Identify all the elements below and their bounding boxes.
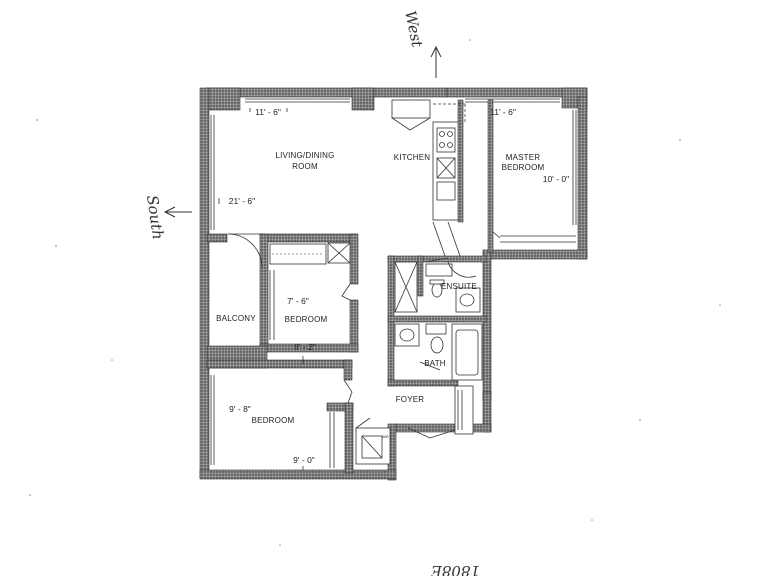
foyer-label: FOYER: [396, 395, 425, 404]
unit-number-note: 1808E: [431, 562, 480, 576]
living-length-dim: 21' - 6": [229, 196, 255, 206]
bedroom-lower-dim-b: 9' - 0": [293, 455, 315, 465]
bedroom-middle-dim-a: 7' - 6": [287, 296, 309, 306]
bath-label: BATH: [424, 359, 446, 368]
dimension-labels: 11' - 6" 21' - 6" 11' - 6" 10' - 0" 7' -…: [218, 107, 569, 470]
west-arrow-icon: [430, 45, 442, 78]
bedroom-lower-dim-a: 9' - 8": [229, 404, 251, 414]
bedroom-lower-label: BEDROOM: [252, 416, 295, 425]
washer-dryer-tag: WD: [382, 434, 389, 439]
scan-specks: [29, 39, 721, 546]
kitchen-label: KITCHEN: [394, 153, 431, 162]
room-labels: LIVING/DINING ROOM KITCHEN MASTER BEDROO…: [216, 151, 544, 439]
windows: [210, 98, 577, 465]
balcony-label: BALCONY: [216, 314, 256, 323]
master-length-dim: 10' - 0": [543, 174, 569, 184]
west-note: West: [401, 9, 426, 50]
master-bedroom-label-1: MASTER: [506, 153, 541, 162]
living-dining-label-2: ROOM: [292, 162, 318, 171]
ensuite-label: ENSUITE: [441, 282, 477, 291]
master-bedroom-label-2: BEDROOM: [502, 163, 545, 172]
exterior-walls: [199, 87, 588, 481]
bedroom-middle-label: BEDROOM: [285, 315, 328, 324]
master-width-dim: 11' - 6": [490, 107, 516, 117]
living-dining-label-1: LIVING/DINING: [275, 151, 334, 160]
south-arrow-icon: [163, 206, 192, 218]
living-width-dim: 11' - 6": [255, 107, 281, 117]
south-note: South: [143, 194, 167, 241]
interior-walls: [206, 99, 576, 474]
bedroom-middle-dim-b: 8' - 2": [294, 342, 316, 352]
